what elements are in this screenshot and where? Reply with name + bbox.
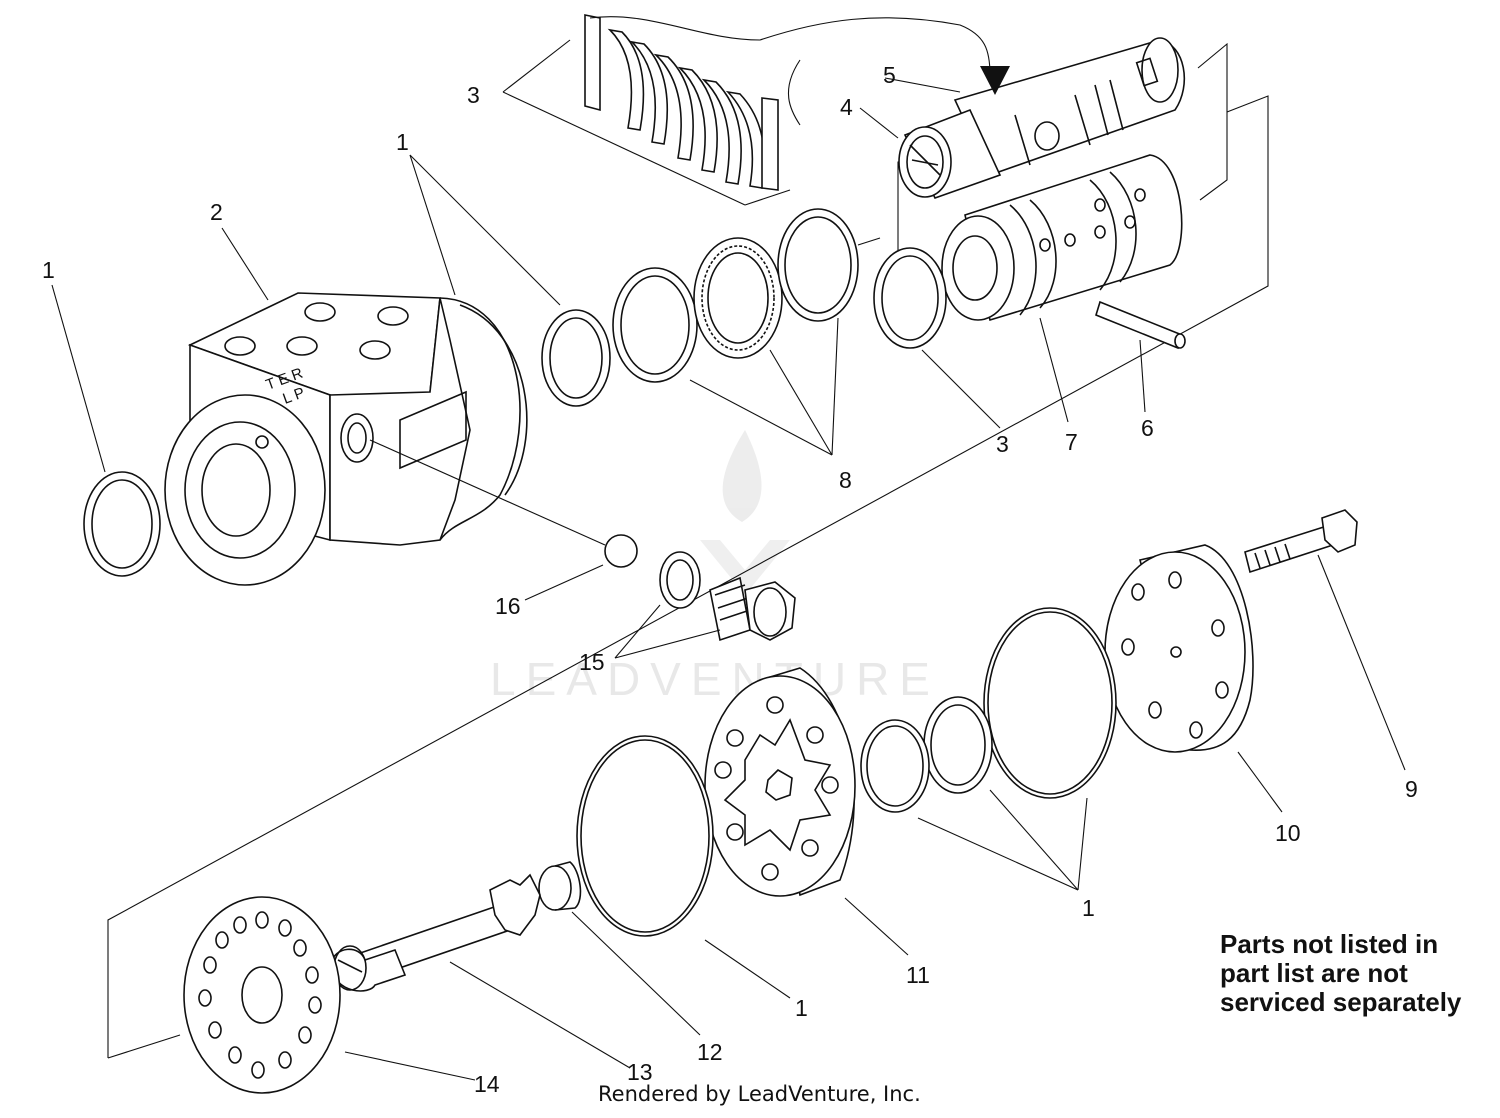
callout-1-bottom: 1 [795,995,808,1021]
callout-11: 11 [906,962,930,988]
callout-16: 16 [495,593,521,619]
callout-1-left: 1 [42,257,55,283]
callout-labels: 1 2 1 3 5 4 3 7 6 8 16 15 9 10 1 11 1 12… [42,62,1418,1097]
drive-plate [183,896,341,1094]
callout-1-right: 1 [1082,895,1095,921]
callout-9: 9 [1405,776,1418,802]
valve-housing: T E R L P [164,292,528,586]
valve-sleeve [941,154,1183,322]
sleeve-ring [873,247,947,349]
service-note-line-3: serviced separately [1220,987,1462,1017]
callout-5: 5 [883,62,896,88]
housing-port-holes [224,302,409,360]
callout-1-top: 1 [396,129,409,155]
cross-pin [1095,300,1186,350]
callout-14: 14 [474,1071,500,1097]
check-ball [369,439,638,568]
callout-15: 15 [579,649,605,675]
plug-and-seal [659,551,796,642]
callout-2: 2 [210,199,223,225]
callout-3-right: 3 [996,431,1009,457]
callout-6: 6 [1141,415,1154,441]
cap-screw [1244,509,1358,574]
render-credit: Rendered by LeadVenture, Inc. [598,1082,921,1106]
o-ring-seals [83,309,611,577]
callout-10: 10 [1275,820,1301,846]
thrust-bearing-assembly [612,208,859,383]
gerotor-set [704,667,856,897]
service-note: Parts not listed in part list are not se… [1220,930,1500,1017]
spool-sleeve [898,37,1186,199]
callout-12: 12 [697,1039,723,1065]
callout-13: 13 [627,1059,653,1085]
service-note-line-1: Parts not listed in [1220,929,1439,959]
drive-shaft [329,873,541,992]
manifold-seal [576,735,714,937]
callout-7: 7 [1065,429,1078,455]
spacer [538,861,582,911]
callout-4: 4 [840,94,853,120]
callout-3-top: 3 [467,82,480,108]
callout-8: 8 [839,467,852,493]
gerotor-seals [860,607,1117,813]
leader-lines [51,77,1406,1081]
end-cap [1104,544,1254,753]
watermark-logo: LEADVENTURE [490,430,940,705]
svg-text:L P: L P [281,384,307,407]
service-note-line-2: part list are not [1220,958,1408,988]
watermark-text: LEADVENTURE [490,653,940,705]
centering-spring-pack [502,14,991,206]
